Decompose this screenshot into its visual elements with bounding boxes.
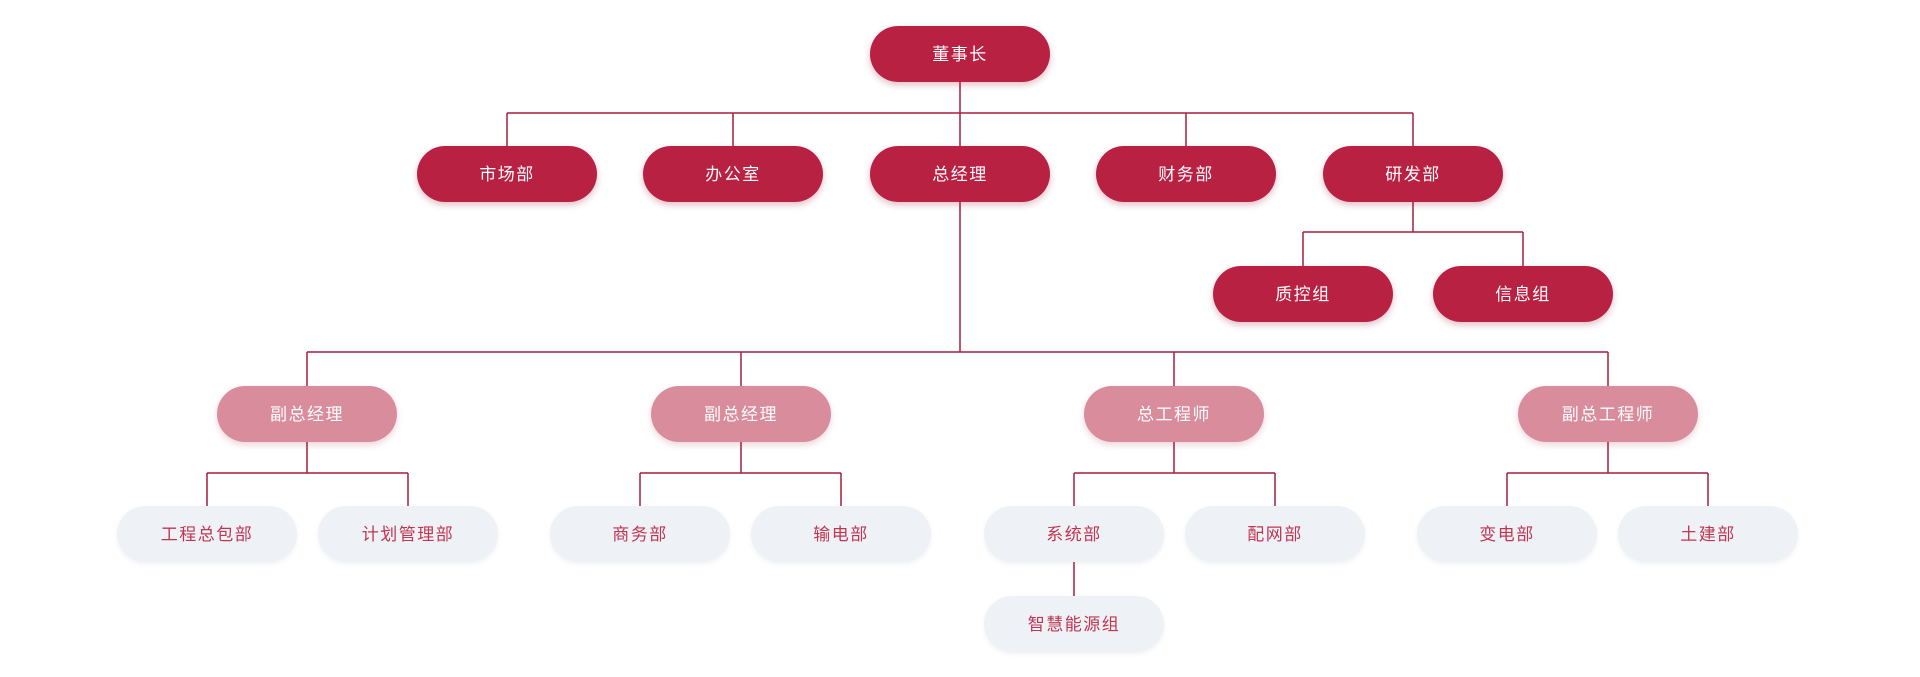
org-node-label: 计划管理部 xyxy=(361,524,455,544)
org-node-label: 总经理 xyxy=(932,164,988,184)
org-node-label: 财务部 xyxy=(1158,164,1214,184)
org-node-label: 系统部 xyxy=(1046,524,1102,544)
org-node-label: 总工程师 xyxy=(1137,404,1211,424)
org-node-label: 质控组 xyxy=(1275,284,1331,304)
org-node-chairman[interactable]: 董事长 xyxy=(870,26,1050,82)
org-node-planning[interactable]: 计划管理部 xyxy=(318,506,498,562)
org-node-label: 副总经理 xyxy=(704,404,778,424)
org-node-chief-engineer[interactable]: 总工程师 xyxy=(1084,386,1264,442)
org-node-label: 输电部 xyxy=(813,524,869,544)
org-node-substation[interactable]: 变电部 xyxy=(1417,506,1597,562)
org-node-finance[interactable]: 财务部 xyxy=(1096,146,1276,202)
org-node-label: 市场部 xyxy=(479,164,535,184)
org-node-commerce[interactable]: 商务部 xyxy=(550,506,730,562)
org-node-label: 董事长 xyxy=(932,44,988,64)
org-node-transmission[interactable]: 输电部 xyxy=(751,506,931,562)
org-node-label: 智慧能源组 xyxy=(1027,614,1121,634)
org-node-distribution[interactable]: 配网部 xyxy=(1185,506,1365,562)
org-node-label: 办公室 xyxy=(705,164,761,184)
org-node-civil[interactable]: 土建部 xyxy=(1618,506,1798,562)
org-node-office[interactable]: 办公室 xyxy=(643,146,823,202)
org-node-label: 商务部 xyxy=(612,524,668,544)
org-node-general-manager[interactable]: 总经理 xyxy=(870,146,1050,202)
org-node-deputy-gm-1[interactable]: 副总经理 xyxy=(217,386,397,442)
org-node-label: 土建部 xyxy=(1680,524,1736,544)
org-node-deputy-chief-engineer[interactable]: 副总工程师 xyxy=(1518,386,1698,442)
org-node-label: 研发部 xyxy=(1385,164,1441,184)
org-node-label: 变电部 xyxy=(1479,524,1535,544)
org-node-label: 副总经理 xyxy=(270,404,344,424)
org-node-qc-group[interactable]: 质控组 xyxy=(1213,266,1393,322)
org-node-system[interactable]: 系统部 xyxy=(984,506,1164,562)
org-node-smart-energy[interactable]: 智慧能源组 xyxy=(984,596,1164,652)
org-node-marketing[interactable]: 市场部 xyxy=(417,146,597,202)
org-node-label: 配网部 xyxy=(1247,524,1303,544)
org-node-deputy-gm-2[interactable]: 副总经理 xyxy=(651,386,831,442)
org-node-label: 工程总包部 xyxy=(160,524,254,544)
org-node-label: 信息组 xyxy=(1495,284,1551,304)
org-node-epc[interactable]: 工程总包部 xyxy=(117,506,297,562)
org-node-label: 副总工程师 xyxy=(1561,404,1655,424)
org-node-rnd[interactable]: 研发部 xyxy=(1323,146,1503,202)
org-node-info-group[interactable]: 信息组 xyxy=(1433,266,1613,322)
